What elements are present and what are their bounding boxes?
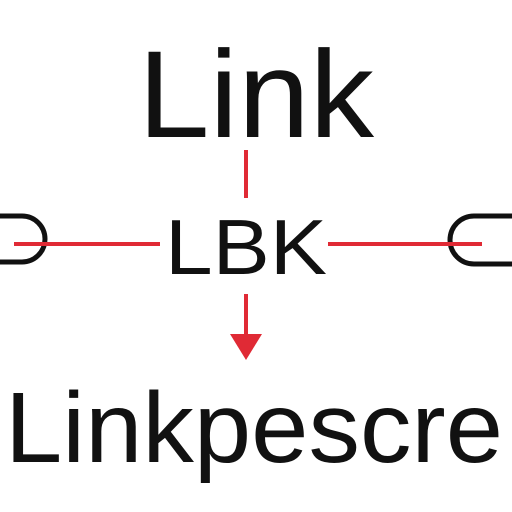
left-chain-link-icon xyxy=(0,213,48,265)
arrow-down-icon xyxy=(230,294,262,360)
center-word: LBK xyxy=(165,203,327,291)
bottom-word: Linkpescre xyxy=(5,372,503,484)
top-word: Link xyxy=(138,26,375,164)
right-chain-link-icon xyxy=(447,213,512,267)
